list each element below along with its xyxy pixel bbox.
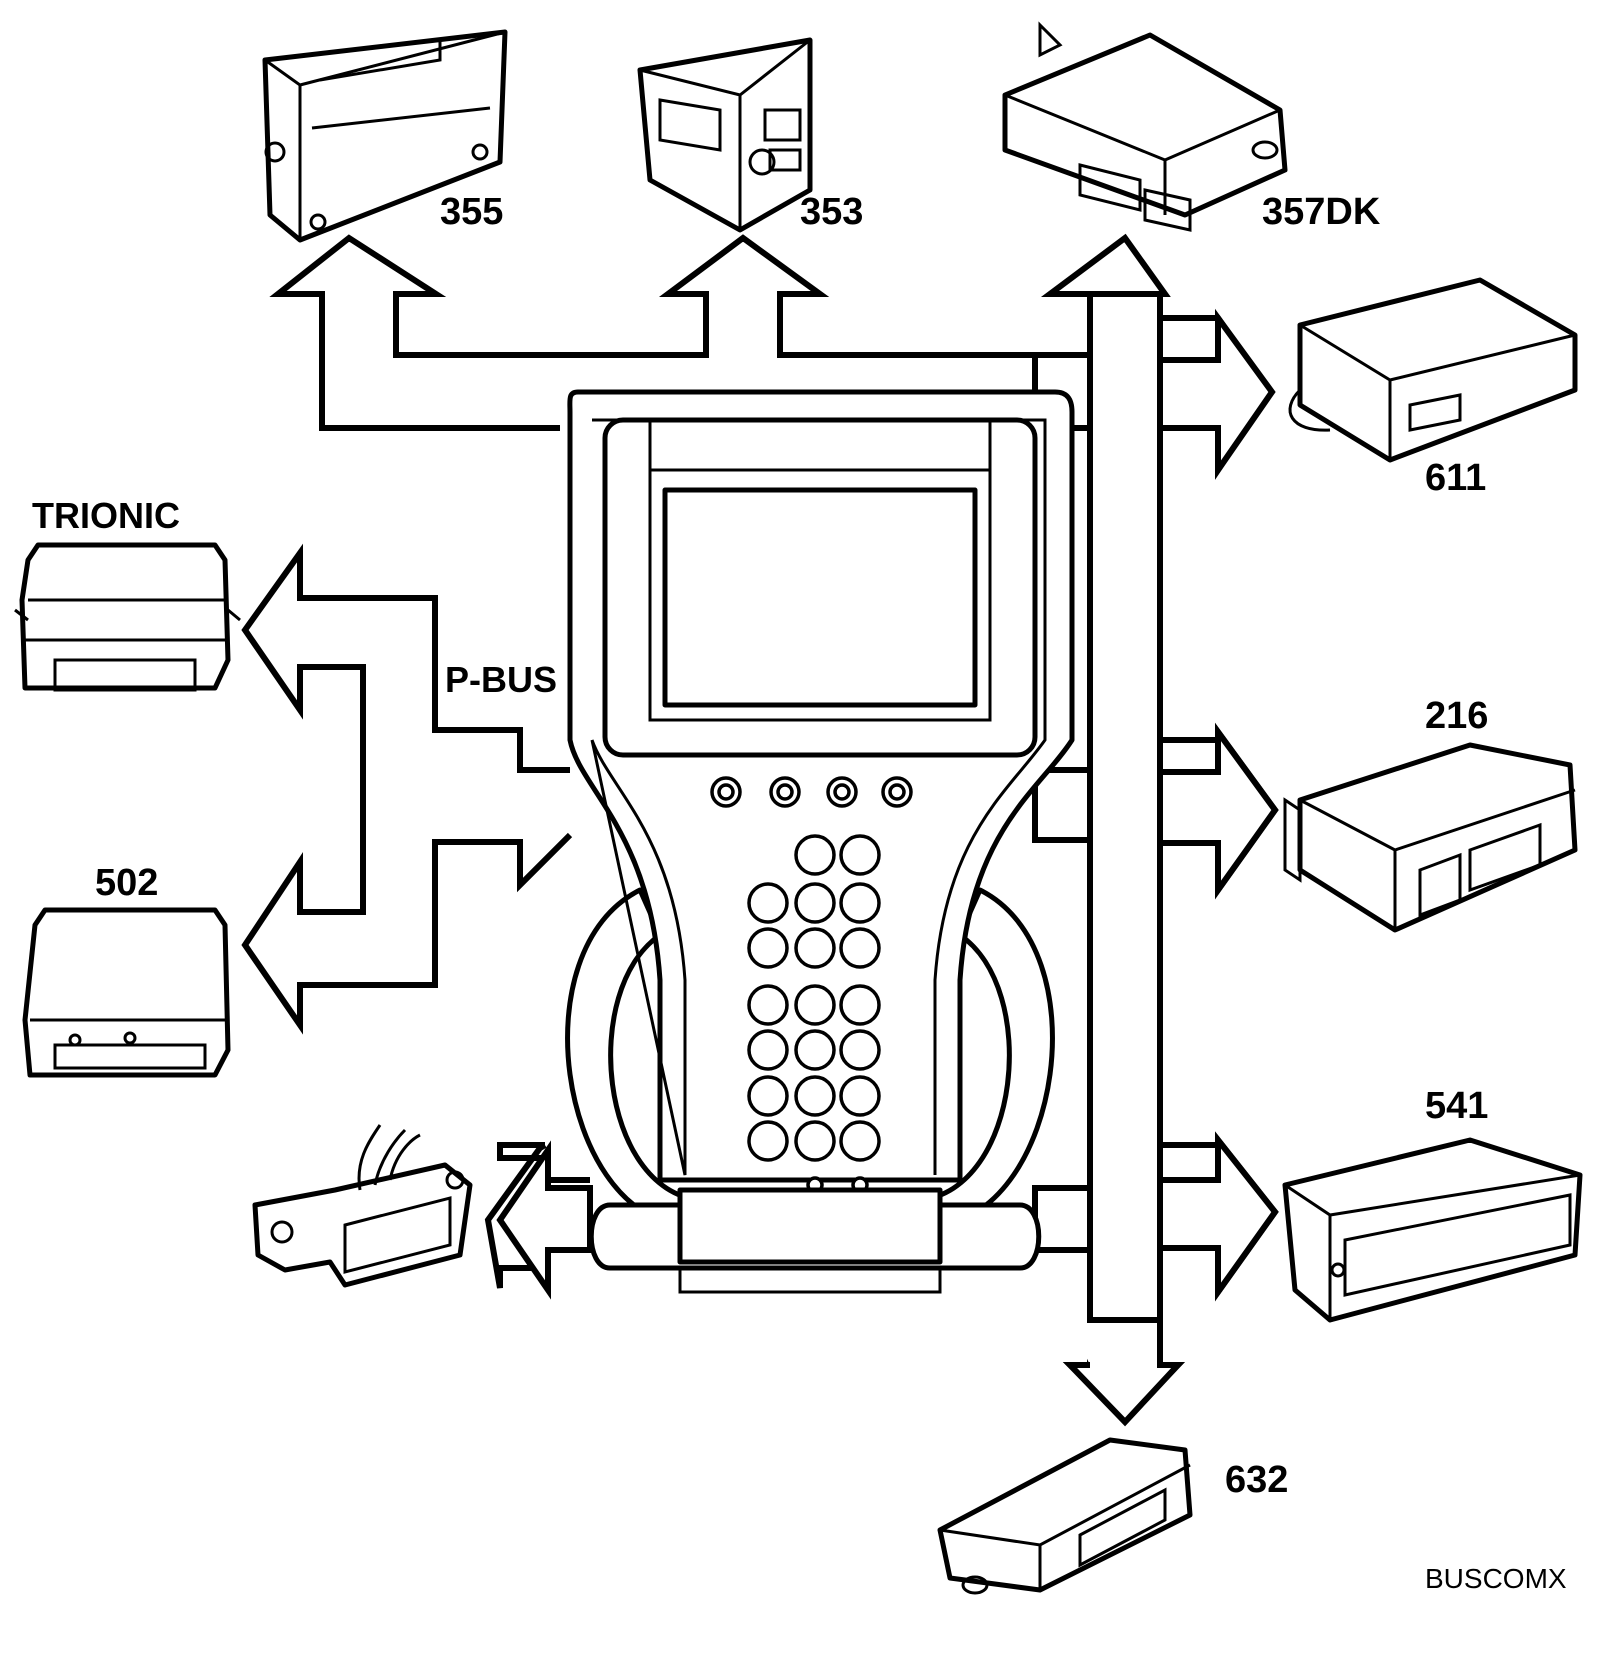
module-632 [937, 1437, 1193, 1595]
figure-code: BUSCOMX [1425, 1563, 1567, 1594]
bus-arrow-right-main [1087, 291, 1163, 1368]
label-trionic: TRIONIC [32, 495, 180, 536]
diagnostic-scan-tool [565, 389, 1075, 1294]
module-611 [1288, 277, 1578, 463]
bus-arrow-to-541 [1157, 1131, 1279, 1302]
tool-function-keys [710, 776, 913, 808]
module-541 [1282, 1137, 1583, 1323]
module-216 [1283, 742, 1578, 933]
label-353: 353 [800, 191, 863, 233]
label-pbus: P-BUS [445, 659, 557, 700]
bus-arrow-to-611 [1157, 308, 1276, 480]
module-357dk [1002, 21, 1288, 232]
module-trionic [14, 542, 241, 692]
label-632: 632 [1225, 1459, 1288, 1501]
bus-arrow-to-632 [1035, 1247, 1185, 1427]
bus-arrow-left-pbus [241, 543, 573, 1035]
tool-screen [662, 487, 978, 708]
label-216: 216 [1425, 695, 1488, 737]
label-541: 541 [1425, 1085, 1488, 1127]
label-355: 355 [440, 191, 503, 233]
bus-arrow-to-216 [1157, 722, 1279, 900]
module-502 [22, 907, 231, 1078]
bus-line-right-lower [1050, 837, 1090, 1191]
bus-arrow-obd-head [496, 1140, 593, 1300]
label-502: 502 [95, 862, 158, 904]
module-353 [637, 37, 813, 233]
module-355 [262, 29, 508, 243]
obd-connector [252, 1124, 473, 1288]
label-611: 611 [1425, 457, 1486, 499]
label-357dk: 357DK [1262, 191, 1381, 233]
